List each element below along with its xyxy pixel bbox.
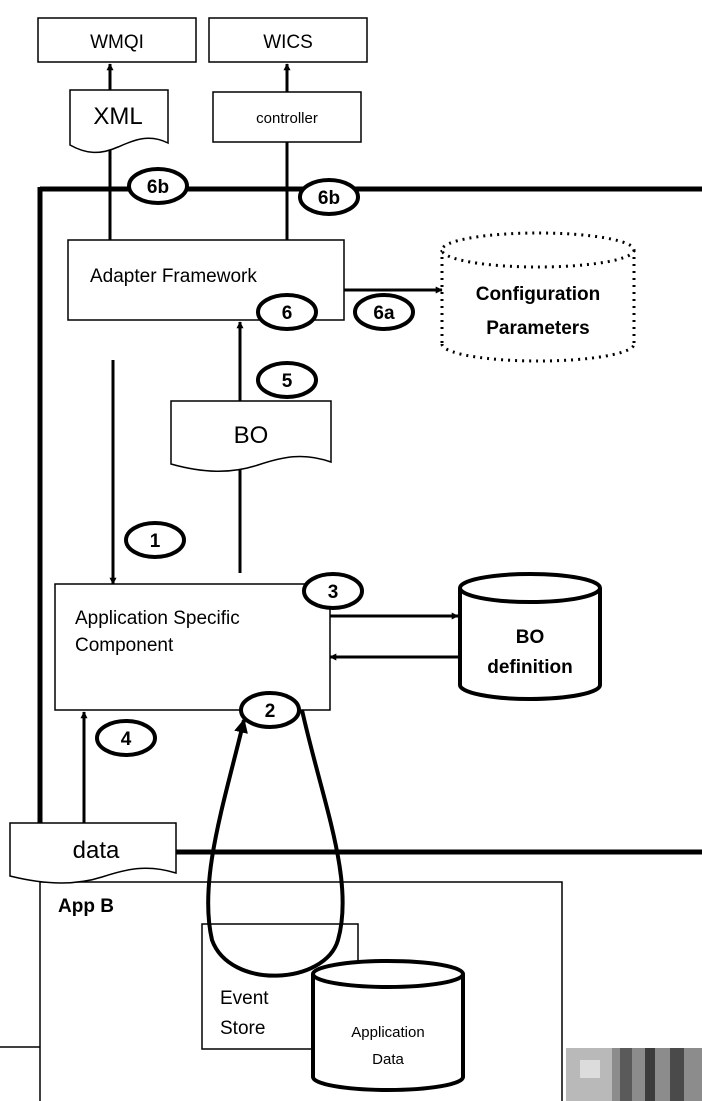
event-store-label-line2: Store	[220, 1018, 265, 1039]
bo-def-label-line1: BO	[516, 627, 545, 648]
step-6-marker: 6	[256, 293, 318, 331]
adapter-framework-label: Adapter Framework	[90, 266, 257, 287]
svg-text:4: 4	[121, 729, 132, 750]
step-6b-marker-right: 6b	[298, 178, 360, 216]
step-5-marker: 5	[256, 361, 318, 399]
step-3-marker: 3	[302, 572, 364, 610]
config-label-line1: Configuration	[476, 284, 601, 305]
xml-document: XML	[69, 89, 169, 154]
controller-label: controller	[256, 110, 318, 127]
wics-box: WICS	[208, 17, 368, 63]
bo-document: BO	[170, 400, 332, 472]
data-document: data	[9, 822, 177, 884]
asc-label-line1: Application Specific	[75, 608, 240, 629]
xml-label: XML	[93, 103, 142, 130]
svg-text:6b: 6b	[147, 177, 169, 198]
app-data-label-line1: Application	[351, 1024, 424, 1041]
step-1-marker: 1	[124, 521, 186, 559]
bo-label: BO	[234, 422, 269, 449]
svg-text:1: 1	[150, 531, 161, 552]
wmqi-label: WMQI	[90, 32, 144, 53]
wics-label: WICS	[263, 32, 313, 53]
application-specific-component-box: Application Specific Component	[54, 583, 331, 711]
config-label-line2: Parameters	[486, 318, 590, 339]
controller-box: controller	[212, 91, 362, 143]
step-4-marker: 4	[95, 719, 157, 757]
configuration-parameters-database: Configuration Parameters	[440, 231, 636, 363]
step-6a-marker: 6a	[353, 293, 415, 331]
event-polling-loop	[206, 709, 345, 978]
step-2-marker: 2	[239, 691, 301, 729]
svg-text:2: 2	[265, 701, 276, 722]
app-b-box: App B	[39, 881, 563, 1101]
bo-def-label-line2: definition	[487, 657, 572, 678]
svg-text:6: 6	[282, 303, 293, 324]
bo-definition-database: BO definition	[458, 572, 602, 701]
app-b-label: App B	[58, 896, 114, 917]
svg-text:5: 5	[282, 371, 293, 392]
application-data-database: Application Data	[311, 959, 465, 1092]
wmqi-box: WMQI	[37, 17, 197, 63]
app-data-label-line2: Data	[372, 1051, 404, 1068]
asc-label-line2: Component	[75, 635, 174, 656]
background-photo-fragment	[566, 1048, 702, 1101]
svg-text:3: 3	[328, 582, 339, 603]
event-store-label-line1: Event	[220, 988, 269, 1009]
data-label: data	[73, 837, 120, 864]
svg-text:6b: 6b	[318, 188, 340, 209]
step-6b-marker-left: 6b	[127, 167, 189, 205]
svg-text:6a: 6a	[373, 303, 395, 324]
